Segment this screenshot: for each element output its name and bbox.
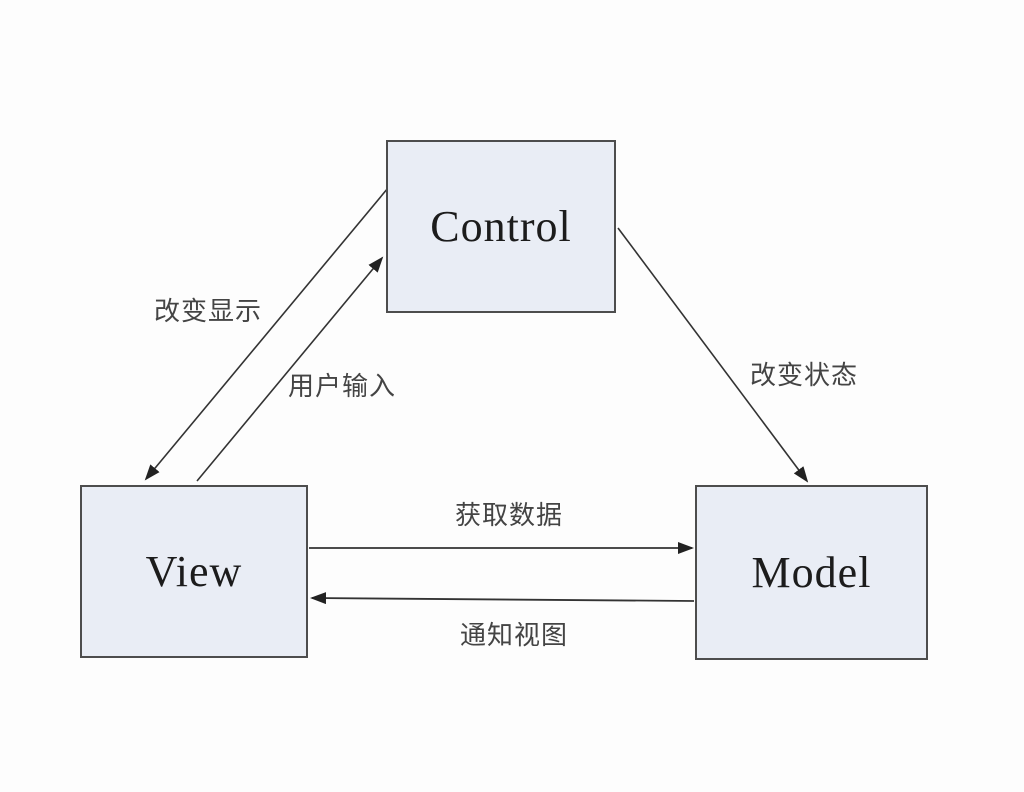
- arrow-change-state: [617, 227, 809, 483]
- edge-label-notify-view: 通知视图: [460, 621, 569, 650]
- node-model: Model: [695, 485, 928, 660]
- node-control: Control: [386, 140, 616, 313]
- arrow-user-input: [196, 256, 384, 482]
- node-view-label: View: [145, 547, 243, 596]
- edge-label-change-display: 改变显示: [154, 297, 263, 326]
- edge-label-user-input: 用户输入: [288, 372, 397, 401]
- node-model-label: Model: [751, 548, 872, 597]
- node-control-label: Control: [430, 202, 572, 251]
- edge-label-change-state: 改变状态: [750, 361, 859, 390]
- arrow-change-display: [144, 187, 389, 481]
- edge-label-get-data: 获取数据: [455, 501, 564, 530]
- arrow-notify-view: [310, 592, 695, 605]
- node-view: View: [80, 485, 308, 658]
